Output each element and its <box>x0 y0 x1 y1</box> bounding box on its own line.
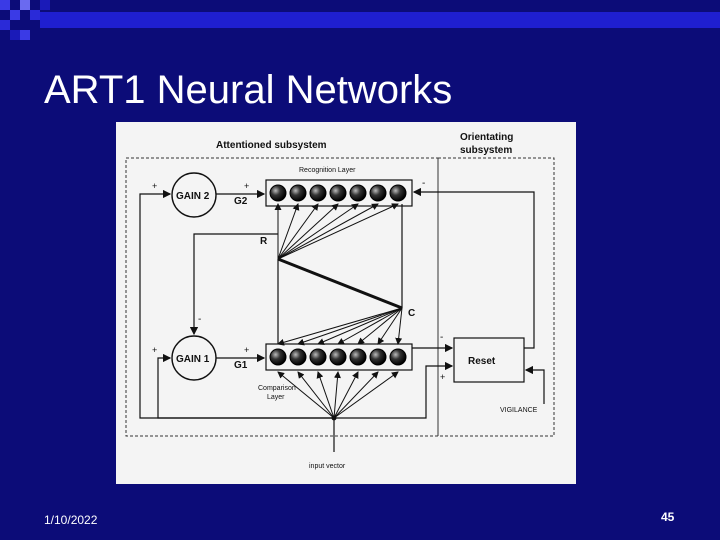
input-to-gain1-line <box>157 353 334 419</box>
plus-sign: + <box>152 345 157 355</box>
orienting-subsystem-label: Orientating <box>460 132 513 143</box>
plus-sign: + <box>152 181 157 191</box>
comparison-layer-label: Comparison <box>258 385 296 392</box>
title-accent-bar <box>40 12 720 28</box>
attentioned-subsystem-box <box>125 157 439 437</box>
top-down-connection <box>277 307 403 346</box>
input-connection <box>277 371 335 419</box>
top-down-connection <box>337 307 403 345</box>
input-connection <box>333 371 341 419</box>
recognition-to-gain1-line <box>189 233 278 336</box>
decor-square <box>0 0 10 10</box>
c-label: C <box>408 308 415 319</box>
slide-page-number: 45 <box>661 510 675 524</box>
bottom-up-connection <box>277 203 399 260</box>
input-connection <box>333 371 359 419</box>
comparison-neuron <box>389 348 407 366</box>
input-to-reset-line <box>334 361 454 419</box>
vigilance-line <box>524 365 545 404</box>
decor-square <box>10 10 20 20</box>
g1-label: G1 <box>234 360 248 371</box>
input-connection <box>333 371 399 419</box>
slide-title: ART1 Neural Networks <box>44 68 453 112</box>
plus-sign: + <box>440 372 445 382</box>
decor-square <box>20 30 30 40</box>
minus-sign: - <box>198 314 201 325</box>
recognition-layer-label: Recognition Layer <box>299 167 356 174</box>
plus-sign: + <box>244 181 249 191</box>
comparison-neuron <box>269 348 287 366</box>
orienting-subsystem-box <box>437 157 555 437</box>
bottom-up-connection <box>277 203 319 260</box>
top-down-connection <box>377 307 403 345</box>
bottom-up-connection <box>277 203 359 260</box>
input-connection <box>297 371 335 419</box>
comparison-neuron <box>349 348 367 366</box>
bottom-up-connection <box>277 203 379 260</box>
art1-diagram: Attentioned subsystem Orientating subsys… <box>116 122 576 484</box>
comparison-neuron <box>369 348 387 366</box>
recognition-neuron <box>369 184 387 202</box>
recognition-neuron <box>349 184 367 202</box>
comparison-neuron <box>309 348 327 366</box>
reset-label: Reset <box>468 356 496 367</box>
comparison-layer-label-2: Layer <box>267 394 285 401</box>
orienting-subsystem-label-2: subsystem <box>460 145 512 156</box>
minus-sign: - <box>440 332 443 343</box>
input-vector-label: input vector <box>309 463 346 470</box>
decor-square <box>10 30 20 40</box>
recognition-neuron <box>329 184 347 202</box>
top-down-connection <box>395 307 403 345</box>
reset-to-recognition-line <box>412 187 535 349</box>
decor-square <box>30 10 40 20</box>
recognition-neuron <box>289 184 307 202</box>
recognition-neuron <box>269 184 287 202</box>
minus-sign: - <box>422 178 425 189</box>
gain1-label: GAIN 1 <box>176 354 210 365</box>
top-down-connection <box>317 307 403 345</box>
recognition-neuron <box>309 184 327 202</box>
input-connection <box>333 371 379 419</box>
recognition-neuron <box>389 184 407 202</box>
comparison-neuron <box>289 348 307 366</box>
bottom-up-connection <box>277 203 300 260</box>
g2-label: G2 <box>234 196 248 207</box>
reset-box <box>453 337 525 383</box>
input-to-gain2-line <box>139 189 334 419</box>
comparison-neuron <box>329 348 347 366</box>
input-connection <box>316 371 335 419</box>
decor-square <box>40 0 50 10</box>
decor-square <box>20 0 30 10</box>
bottom-up-connection <box>277 203 339 260</box>
gain2-label: GAIN 2 <box>176 191 210 202</box>
gain2-node <box>171 172 217 218</box>
r-to-c-line <box>277 257 403 310</box>
slide-date: 1/10/2022 <box>44 513 98 527</box>
top-down-connection <box>297 307 403 346</box>
decor-square <box>0 20 10 30</box>
vigilance-label: VIGILANCE <box>500 407 538 414</box>
r-label: R <box>260 236 268 247</box>
attentioned-subsystem-label: Attentioned subsystem <box>216 140 327 151</box>
plus-sign: + <box>244 345 249 355</box>
top-down-connection <box>357 307 403 345</box>
